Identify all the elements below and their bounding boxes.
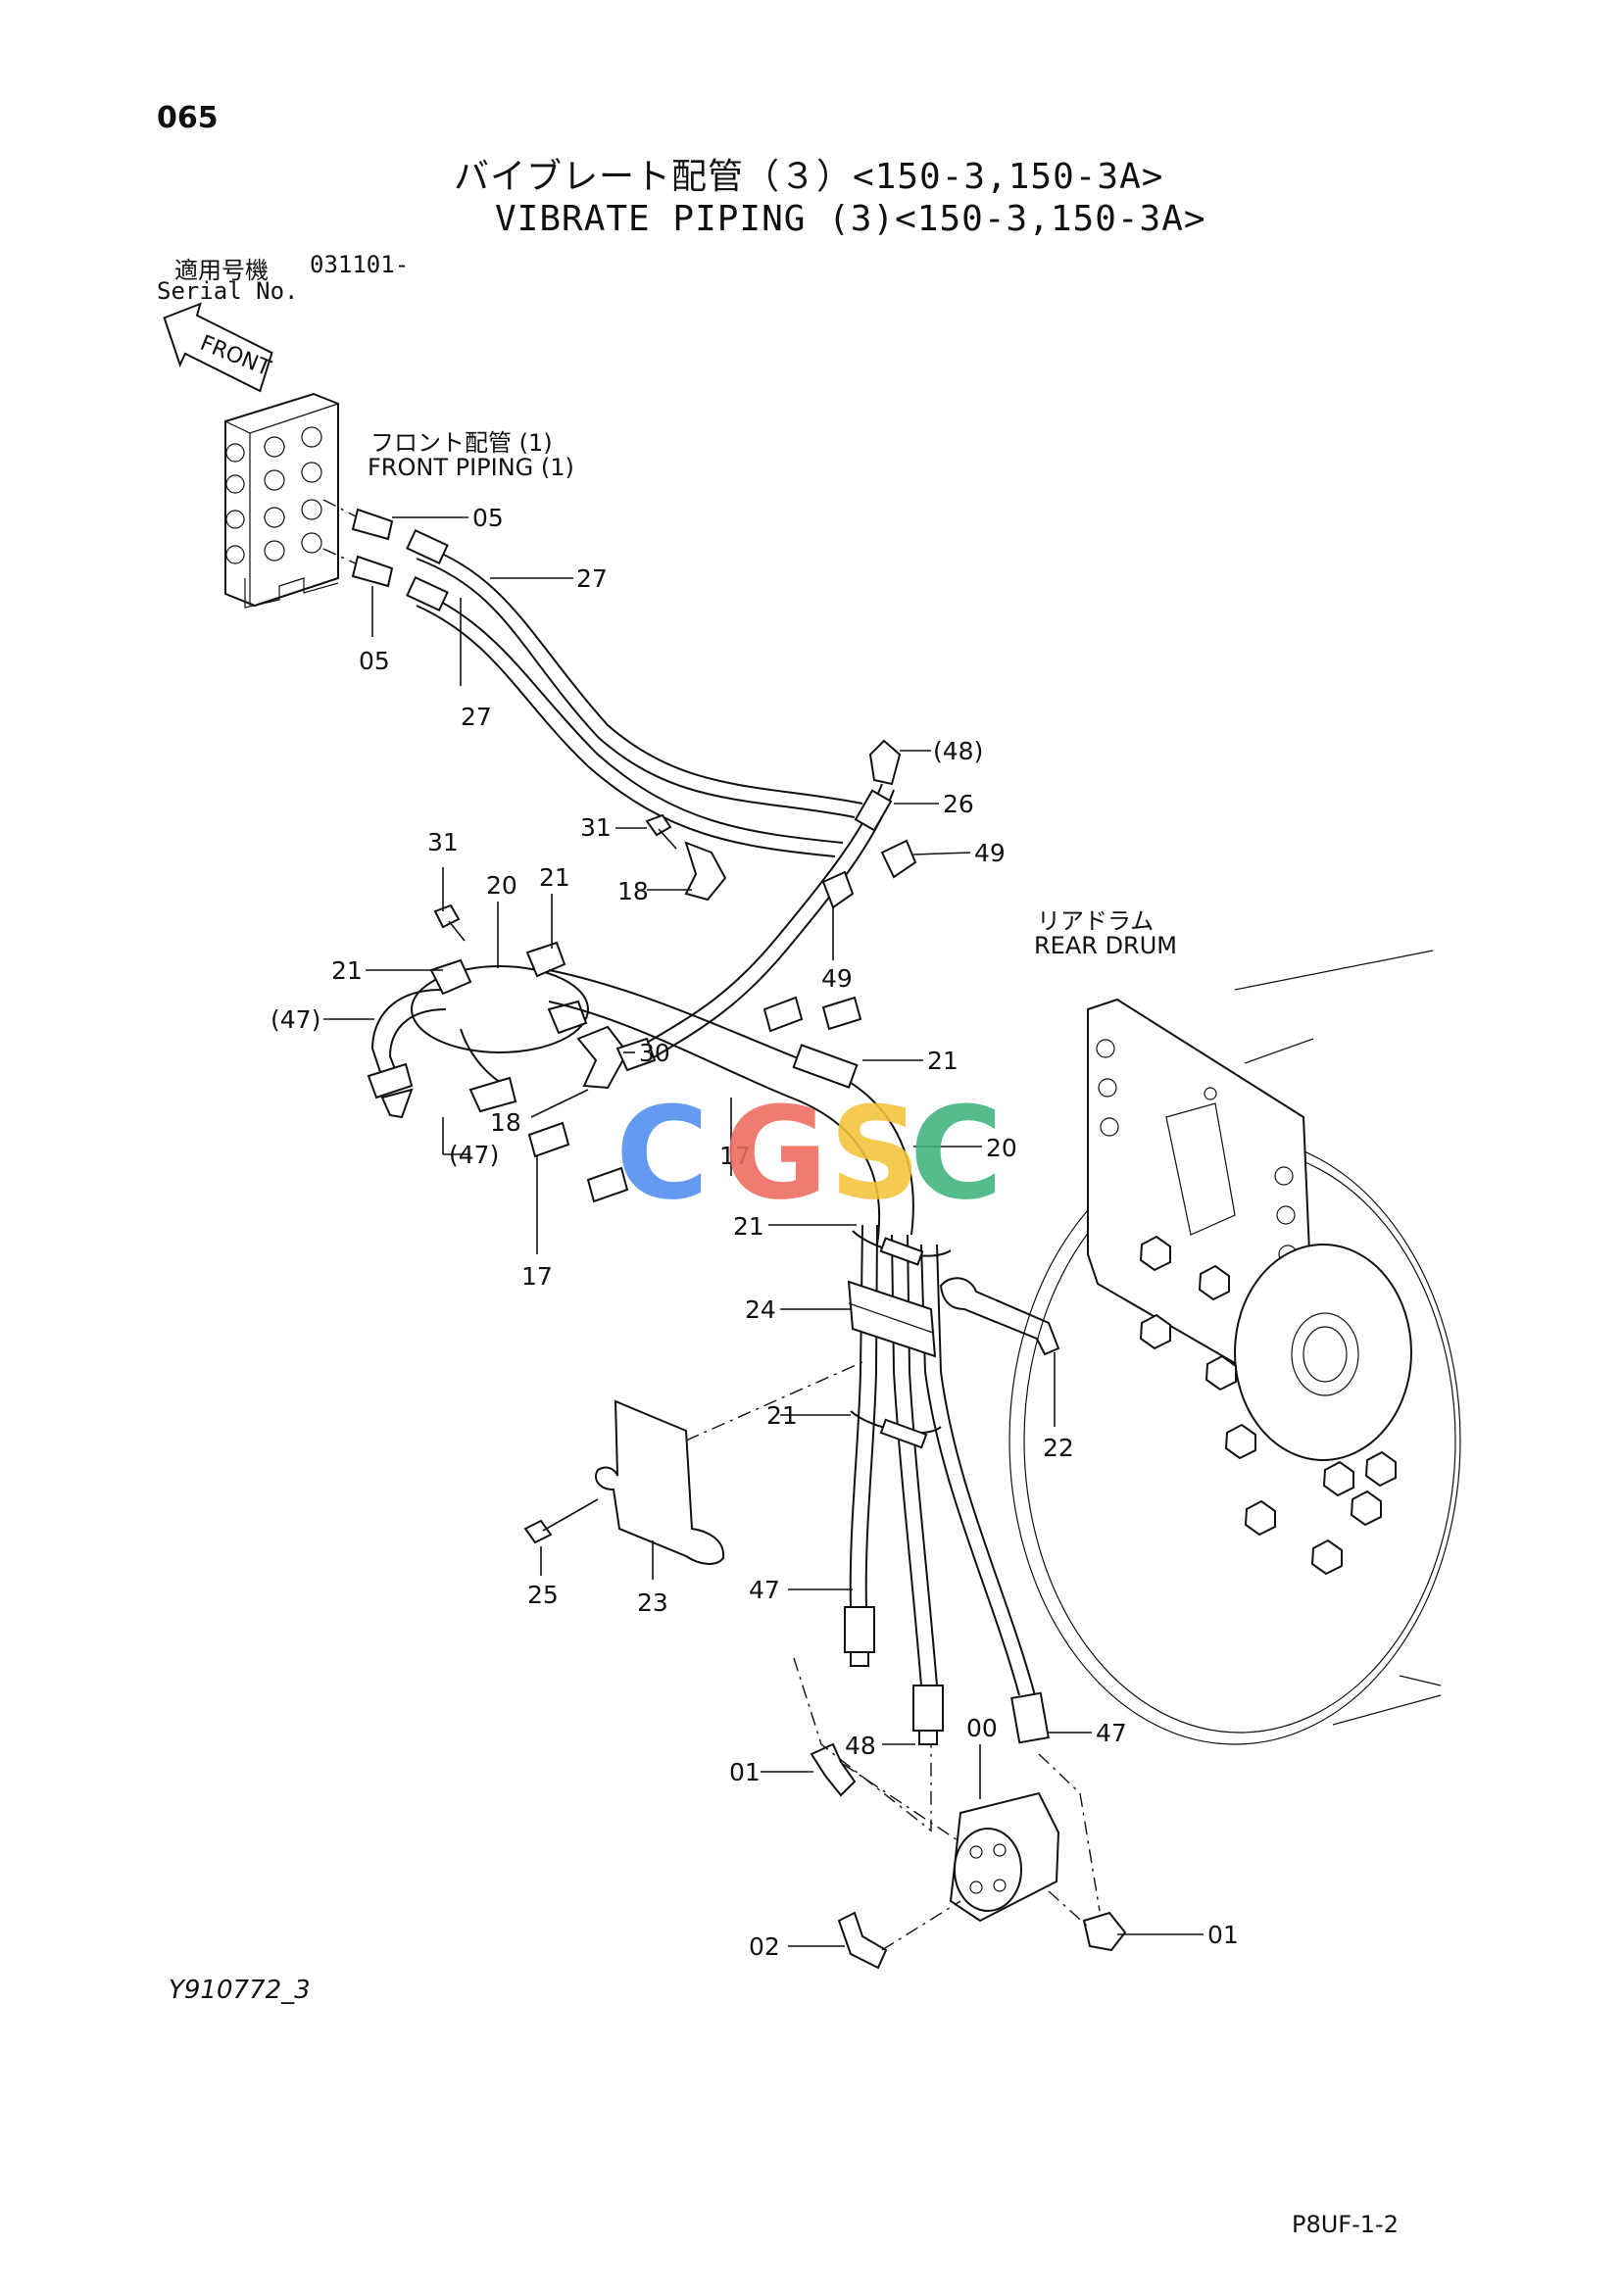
- watermark-letter-4: C: [909, 1079, 1003, 1228]
- label-18-upper: 18: [617, 877, 649, 905]
- label-49-upper: 49: [974, 839, 1006, 867]
- title-japanese: バイブレート配管（３）<150-3,150-3A>: [454, 157, 1164, 197]
- label-47-middle: (47): [449, 1141, 499, 1169]
- hose-27-lower: [406, 576, 844, 857]
- label-47-left: (47): [270, 1005, 320, 1034]
- label-48-top: (48): [933, 737, 983, 765]
- serial-value: 031101-: [310, 251, 410, 278]
- label-48-lower: 48: [845, 1732, 876, 1760]
- serial-label-jp: 適用号機: [174, 257, 269, 284]
- label-22: 22: [1043, 1434, 1074, 1462]
- adapter-17-left: [527, 1121, 570, 1158]
- adapter-17-right: [586, 1166, 629, 1203]
- label-47-bottom-left: 47: [749, 1576, 780, 1604]
- footer-code: P8UF-1-2: [1292, 2211, 1399, 2238]
- fitting-05-lower: [322, 548, 394, 588]
- hose-27-upper: [406, 529, 863, 818]
- label-20-lower: 20: [986, 1134, 1017, 1162]
- control-valve-block: [224, 392, 339, 609]
- clamp-18-lower: [576, 1025, 629, 1090]
- elbow-02: [837, 1900, 961, 1970]
- elbow-01-right: [1048, 1890, 1127, 1952]
- fitting-47-lower-left: [844, 1606, 875, 1667]
- label-18-lower: 18: [490, 1108, 521, 1137]
- front-piping-ref-en: FRONT PIPING (1): [368, 454, 574, 481]
- serial-label-en: Serial No.: [157, 277, 299, 305]
- bracket-30: [615, 1037, 657, 1072]
- label-31-upper: 31: [580, 813, 612, 842]
- hose-bundle-20: [548, 969, 914, 1246]
- cgsc-watermark: C G S C: [615, 1079, 1003, 1228]
- label-01-right: 01: [1207, 1921, 1239, 1949]
- label-23: 23: [637, 1588, 668, 1617]
- label-17-upper: 17: [719, 1142, 751, 1170]
- label-21-top: 21: [539, 863, 570, 892]
- label-21-right: 21: [927, 1047, 958, 1075]
- label-05-upper: 05: [472, 504, 504, 532]
- label-47-bottom-right: 47: [1096, 1719, 1127, 1747]
- watermark-letter-2: G: [723, 1079, 828, 1228]
- bolt-25: [523, 1498, 599, 1544]
- hose-47-middle: [460, 1028, 517, 1113]
- clamp-bracket-20-upper: [411, 941, 589, 1053]
- label-31-left: 31: [427, 828, 459, 856]
- label-27-upper: 27: [576, 564, 608, 593]
- label-21-left: 21: [331, 956, 363, 985]
- label-27-lower: 27: [461, 703, 492, 731]
- rear-drum-ref-jp: リアドラム: [1037, 907, 1155, 935]
- front-arrow-icon: FRONT: [163, 302, 274, 393]
- clamp-21-vertical-upper: [852, 1230, 952, 1266]
- label-01-left: 01: [729, 1758, 761, 1786]
- clamp-18-upper: [684, 841, 727, 902]
- label-20-upper: 20: [486, 871, 517, 900]
- vibrate-motor-00: [949, 1791, 1060, 1923]
- clamp-21-vertical-lower: [850, 1410, 942, 1449]
- fitting-05-upper: [322, 499, 394, 541]
- watermark-letter-3: S: [829, 1079, 921, 1228]
- bolt-31-upper: [645, 813, 677, 850]
- adapter-48-top: [868, 739, 902, 786]
- route-line-right: [1038, 1753, 1101, 1912]
- bracket-24: [847, 1280, 937, 1358]
- adapter-hose-end-right: [762, 996, 862, 1033]
- part-number-labels: 05 05 27 27 (48) 26 49 49 31 31 18 18 20…: [270, 504, 1239, 1961]
- page-number: 065: [157, 101, 219, 135]
- label-30: 30: [639, 1039, 670, 1067]
- drawing-code: Y910772_3: [169, 1976, 311, 2005]
- label-26: 26: [943, 790, 974, 818]
- rear-drum: [1008, 950, 1461, 1745]
- watermark-letter-1: C: [615, 1079, 709, 1228]
- label-05-lower: 05: [359, 647, 390, 675]
- cover-plate-23: [595, 1361, 863, 1565]
- front-piping-ref-jp: フロント配管 (1): [370, 429, 553, 457]
- label-49-lower: 49: [821, 964, 853, 993]
- title-english: VIBRATE PIPING (3)<150-3,150-3A>: [495, 199, 1206, 239]
- hoses-vertical-to-motor: [849, 1224, 1036, 1696]
- label-21-vertical-lower: 21: [766, 1401, 798, 1430]
- label-02: 02: [749, 1932, 780, 1961]
- label-17-lower: 17: [521, 1262, 553, 1291]
- label-21-vertical-upper: 21: [733, 1212, 764, 1241]
- elbow-01-left: [810, 1742, 961, 1843]
- adapter-49-lower: [821, 870, 855, 909]
- bolt-31-left: [433, 904, 466, 942]
- hose-47-left: [367, 989, 447, 1119]
- label-00: 00: [966, 1714, 998, 1742]
- bracket-22: [939, 1277, 1060, 1356]
- label-25: 25: [527, 1581, 559, 1609]
- hose-26: [636, 783, 895, 1061]
- rear-drum-ref-en: REAR DRUM: [1034, 932, 1177, 959]
- label-24: 24: [745, 1295, 776, 1324]
- adapter-49-upper: [880, 839, 917, 879]
- fitting-47-lower-right: [1010, 1691, 1050, 1744]
- leader-lines: [323, 516, 1204, 1947]
- fitting-48-lower: [912, 1685, 944, 1745]
